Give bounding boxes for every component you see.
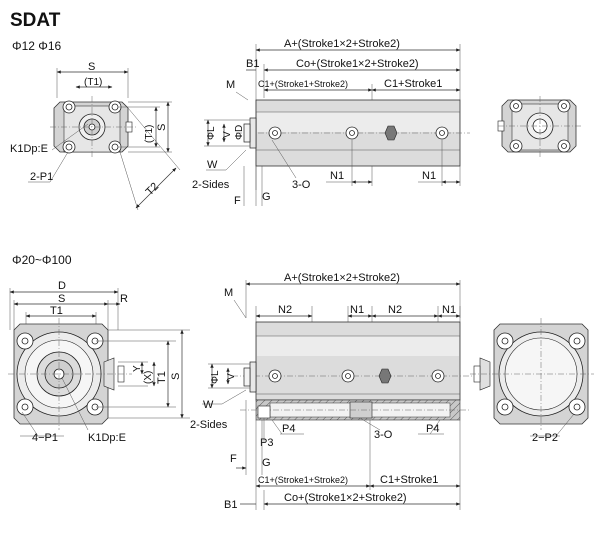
small-s-vertical-label: S [156, 124, 168, 131]
large-s-vertical-label: S [170, 373, 182, 380]
small-co-label: Co+(Stroke1×2+Stroke2) [296, 58, 419, 70]
large-b1-label: B1 [224, 499, 237, 511]
small-n1a-label: N1 [330, 170, 344, 182]
small-range-label: Φ12 Φ16 [12, 39, 62, 53]
large-d-label: D [58, 280, 66, 292]
large-y-label: Y [132, 365, 143, 372]
large-o-label: 3-O [374, 429, 393, 441]
large-k1-label: K1Dp:E [88, 432, 126, 444]
small-c1b-label: C1+Stroke1 [384, 78, 442, 90]
large-s-label: S [58, 293, 65, 305]
small-side-view: A+(Stroke1×2+Stroke2) Co+(Stroke1×2+Stro… [192, 38, 470, 207]
small-l-label: ΦL [206, 126, 217, 140]
small-f-label: F [234, 195, 241, 207]
small-front-view: S (T1) (T1) S T2 K1Dp:E [10, 61, 181, 211]
large-co-label: Co+(Stroke1×2+Stroke2) [284, 492, 407, 504]
small-b1-label: B1 [246, 58, 259, 70]
large-side-view: A+(Stroke1×2+Stroke2) M N2 N1 N2 N1 [190, 272, 472, 511]
large-t1-vertical-label: T1 [156, 371, 168, 384]
large-x-label: (X) [143, 371, 154, 384]
large-v-label: V [226, 373, 237, 380]
small-c1a-label: C1+(Stroke1+Stroke2) [258, 79, 348, 89]
small-m-label: M [226, 79, 235, 91]
small-g-label: G [262, 191, 271, 203]
small-t2-label: T2 [144, 181, 162, 199]
small-o-label: 3-O [292, 179, 311, 191]
large-p3-label: P3 [260, 437, 273, 449]
small-v-label: V [222, 131, 233, 138]
small-k1-label: K1Dp:E [10, 143, 48, 155]
large-t1-label: T1 [50, 305, 63, 317]
large-c1a-label: C1+(Stroke1+Stroke2) [258, 475, 348, 485]
small-a-label: A+(Stroke1×2+Stroke2) [284, 38, 400, 50]
small-w-label: W [207, 159, 218, 171]
small-s-label: S [88, 61, 95, 73]
large-n1a-label: N1 [350, 304, 364, 316]
large-r-label: R [120, 293, 128, 305]
small-t1-label: (T1) [84, 77, 102, 88]
large-rear-view: 2−P2 [470, 318, 594, 444]
large-g-label: G [262, 457, 271, 469]
large-m-label: M [224, 287, 233, 299]
large-l-label: ΦL [210, 370, 221, 384]
large-n2a-label: N2 [278, 304, 292, 316]
large-p2-label: 2−P2 [532, 432, 558, 444]
large-a-label: A+(Stroke1×2+Stroke2) [284, 272, 400, 284]
small-p1-label: 2-P1 [30, 171, 53, 183]
small-sides-label: 2-Sides [192, 179, 230, 191]
large-sides-label: 2-Sides [190, 419, 228, 431]
large-p1-label: 4−P1 [32, 432, 58, 444]
large-w-label: W [203, 399, 214, 411]
large-p4a-label: P4 [282, 423, 295, 435]
small-n1b-label: N1 [422, 170, 436, 182]
small-d-label: ΦD [234, 125, 245, 140]
large-range-label: Φ20~Φ100 [12, 253, 72, 267]
small-rear-view [497, 96, 582, 158]
large-f-label: F [230, 453, 237, 465]
large-c1b-label: C1+Stroke1 [380, 474, 438, 486]
large-p4b-label: P4 [426, 423, 439, 435]
large-n1b-label: N1 [442, 304, 456, 316]
large-front-view: D S R T1 Y (X) [8, 280, 190, 444]
large-n2b-label: N2 [388, 304, 402, 316]
series-title: SDAT [10, 10, 61, 31]
